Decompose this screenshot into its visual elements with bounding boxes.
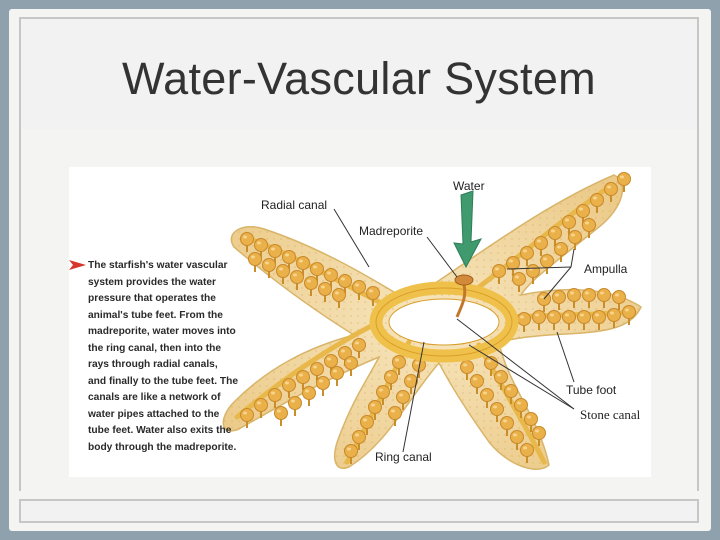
label-radial-canal: Radial canal [261,198,328,212]
starfish-diagram [222,171,642,470]
label-ampulla: Ampulla [584,262,628,276]
leader-lines [333,208,575,453]
label-water: Water [453,179,485,193]
label-stone-canal: Stone canal [580,407,641,422]
label-tube-foot: Tube foot [566,383,617,397]
starfish-figure [69,167,651,477]
footer-panel [19,499,699,523]
title-panel: Water-Vascular System [19,17,699,133]
stone-canal [455,284,467,318]
label-madreporite: Madreporite [359,224,424,238]
slide-title: Water-Vascular System [122,53,596,104]
madreporite [454,274,474,286]
water-arrow-icon [453,190,483,269]
caption-arrow-icon [69,260,86,270]
label-ring-canal: Ring canal [375,450,432,464]
figure-caption: The starfish's water vascular system pro… [88,260,238,453]
